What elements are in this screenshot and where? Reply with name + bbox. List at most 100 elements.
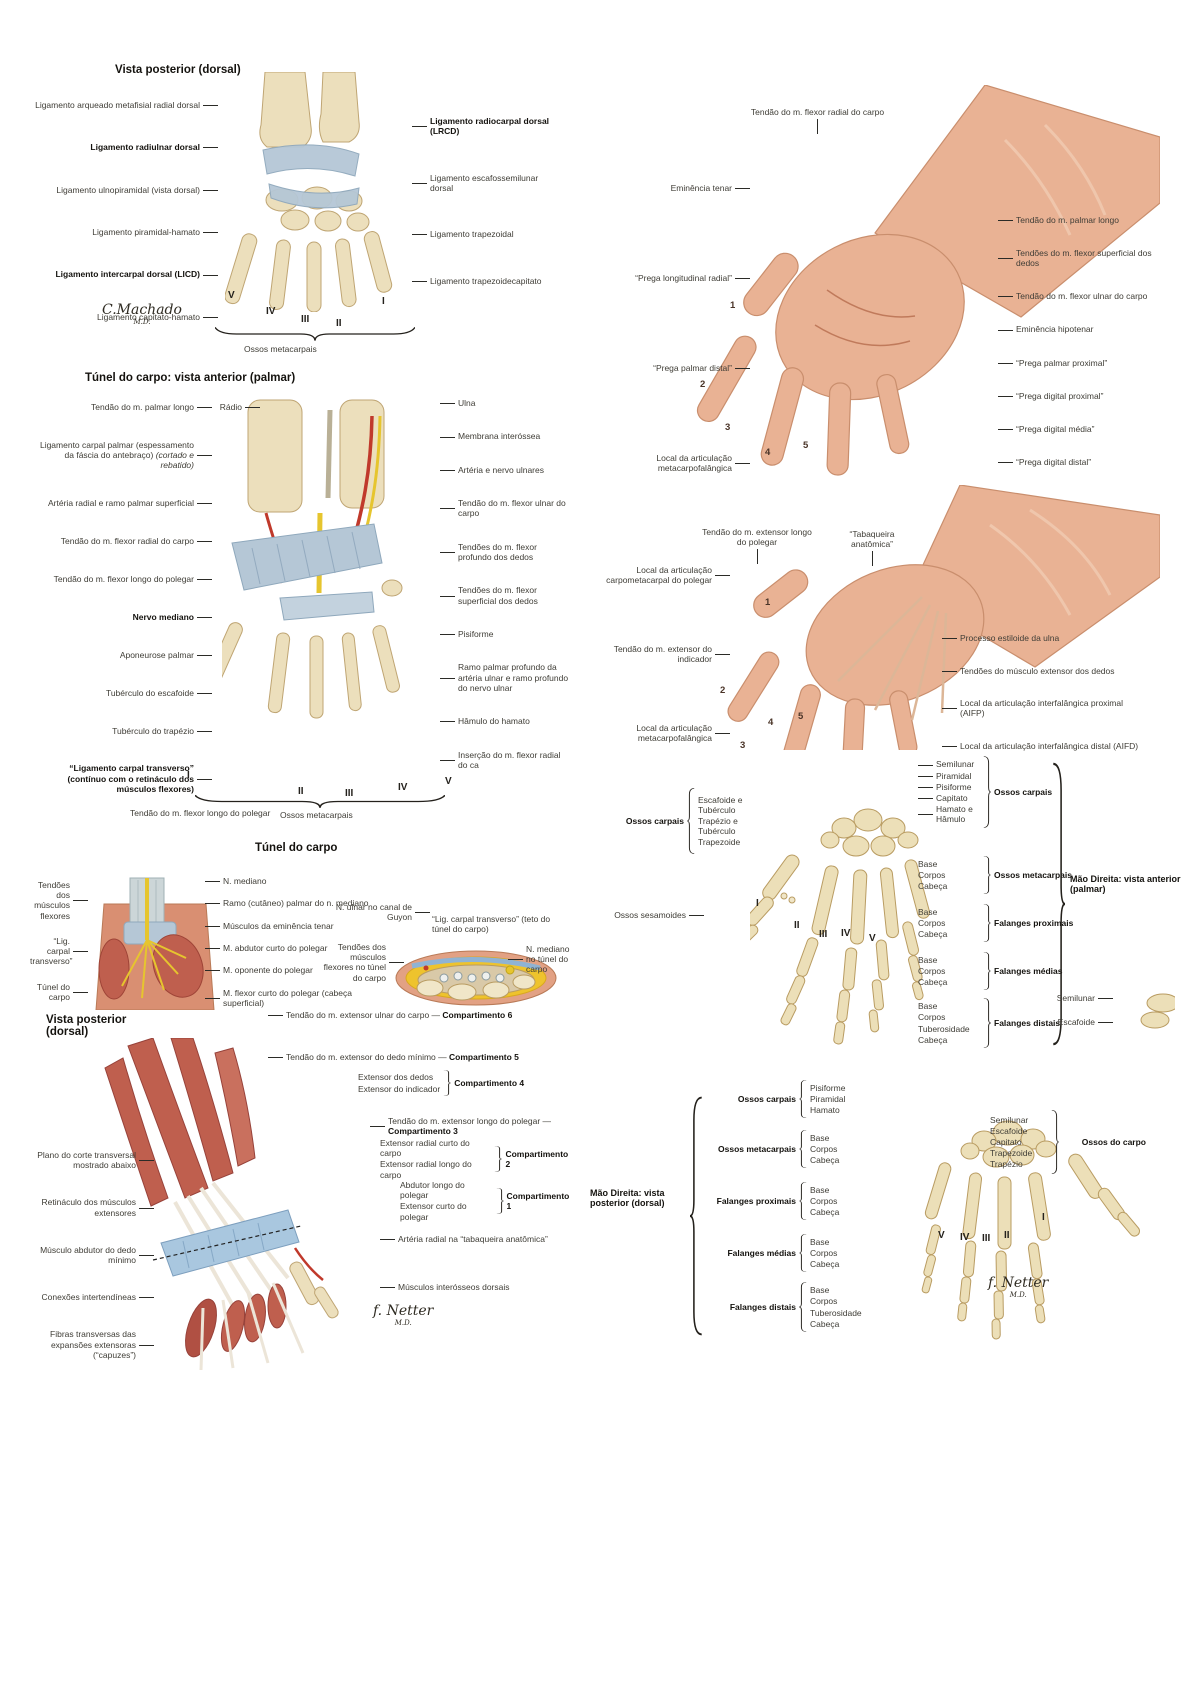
group-name: Ossos metacarpais bbox=[994, 870, 1072, 880]
brace bbox=[443, 1070, 452, 1096]
anatomy-label: “Ligamento carpal transverso” (contínuo … bbox=[30, 763, 212, 794]
anatomy-label: Tendão do m. extensor ulnar do carpo — C… bbox=[268, 1010, 573, 1020]
anatomy-label: Pisiforme bbox=[810, 1082, 846, 1093]
anatomy-label: Eminência tenar bbox=[600, 183, 750, 193]
top-label: “Tabaqueira anatômica” bbox=[830, 529, 914, 566]
top-label: Tendão do m. flexor radial do carpo bbox=[750, 107, 885, 134]
panel-brace bbox=[1053, 762, 1065, 1046]
group-name: Ossos carpais bbox=[625, 816, 684, 826]
anatomy-label: Extensor dos dedos bbox=[358, 1072, 434, 1083]
anatomy-label: III bbox=[345, 788, 354, 799]
anatomy-label: Extensor radial longo do carpo bbox=[380, 1159, 472, 1180]
anatomy-label: Tendões do m. flexor superficial dos ded… bbox=[440, 585, 570, 606]
anatomy-label: Conexões intertendíneas bbox=[28, 1292, 154, 1302]
anatomy-label: Inserção do m. flexor radial do ca bbox=[440, 750, 570, 770]
anatomy-label: Semilunar bbox=[990, 1114, 1029, 1125]
brace bbox=[799, 1282, 807, 1332]
anatomy-label: Membrana interóssea bbox=[440, 431, 570, 441]
sesamoid-label: Ossos sesamoides bbox=[606, 910, 704, 920]
palm-muscles-illustration bbox=[95, 877, 215, 1010]
anatomy-label: Base bbox=[810, 1236, 830, 1247]
anatomy-label: 1 bbox=[730, 300, 736, 311]
anatomy-label: Artéria radial e ramo palmar superficial bbox=[30, 498, 212, 508]
anatomy-label: Cabeça bbox=[810, 1318, 840, 1329]
anatomy-label: 5 bbox=[798, 711, 804, 722]
anatomy-label: 2 bbox=[720, 685, 726, 696]
anatomy-label: V bbox=[938, 1230, 945, 1241]
anatomy-label: Base bbox=[918, 954, 938, 965]
anatomy-label: Tubérculo do trapézio bbox=[30, 726, 212, 736]
left-label-column: Local da articulação carpometacarpal do … bbox=[580, 565, 730, 743]
panel-hand-skeleton-dorsal: Mão Direita: vista posterior (dorsal) Os… bbox=[590, 1030, 1190, 1360]
anatomy-label: Tendões do m. flexor profundo dos dedos bbox=[440, 542, 570, 562]
panel-title: Vista posterior (dorsal) bbox=[46, 1014, 127, 1038]
group-name: Compartimento 2 bbox=[505, 1148, 569, 1169]
anatomy-label: Base bbox=[810, 1132, 830, 1143]
anatomy-label: Hamato e Hâmulo bbox=[918, 804, 980, 824]
anatomy-label: Ulna bbox=[440, 398, 570, 408]
group-name: Ossos do carpo bbox=[1081, 1137, 1146, 1147]
anatomy-label: Cabeça bbox=[918, 1034, 948, 1045]
fig1-left-labels: Tendões dos músculos flexores“Lig. carpa… bbox=[30, 880, 88, 1002]
anatomy-label: Tendão do m. palmar longo bbox=[30, 402, 212, 412]
anatomy-label: Corpos bbox=[810, 1247, 838, 1258]
anatomy-label: 2 bbox=[700, 379, 706, 390]
anatomy-label: Pisiforme bbox=[918, 782, 980, 792]
group-name: Falanges médias bbox=[727, 1248, 796, 1258]
panel-title: Mão Direita: vista anterior (palmar) bbox=[1070, 874, 1181, 894]
anatomy-label: Ligamento piramidal-hamato bbox=[30, 227, 218, 237]
anatomy-label: “Prega digital proximal” bbox=[998, 391, 1160, 401]
anatomy-label: Ligamento radiocarpal dorsal (LRCD) bbox=[412, 116, 560, 136]
anatomy-label: 3 bbox=[740, 740, 746, 751]
brace bbox=[983, 756, 991, 828]
anatomy-label: Tendão do m. extensor do indicador bbox=[580, 644, 730, 664]
anatomy-label: Cabeça bbox=[918, 881, 948, 892]
anatomy-label: Retináculo dos músculos extensores bbox=[28, 1197, 154, 1218]
brace bbox=[983, 904, 991, 942]
underbrace bbox=[215, 326, 415, 341]
anatomy-label: Cabeça bbox=[918, 929, 948, 940]
anatomy-label: M. oponente do polegar bbox=[205, 965, 375, 975]
anatomy-label: Tendões do m. flexor superficial dos ded… bbox=[998, 248, 1160, 268]
anatomy-label: Tuberosidade bbox=[918, 1023, 970, 1034]
anatomy-label: Base bbox=[810, 1184, 830, 1195]
anatomy-label: Local da articulação metacarpofalângica bbox=[600, 453, 750, 473]
brace bbox=[496, 1187, 504, 1214]
caption: Ossos metacarpais bbox=[244, 344, 317, 354]
fig2-label: “Lig. carpal transverso” (teto do túnel … bbox=[432, 914, 552, 934]
anatomy-label: Trapézio e Tubérculo bbox=[698, 815, 738, 837]
panel-dorsum-surface: Tendão do m. extensor longo do polegar “… bbox=[580, 485, 1160, 752]
anatomy-label: Corpos bbox=[918, 917, 946, 928]
anatomy-label: Ligamento trapezoidal bbox=[412, 229, 560, 239]
carpal-tunnel-illustration bbox=[222, 399, 403, 719]
anatomy-label: Ligamento arqueado metafisial radial dor… bbox=[30, 100, 218, 110]
anatomy-label: I bbox=[756, 898, 759, 909]
wrist-bones-illustration bbox=[225, 72, 393, 312]
anatomy-label: IV bbox=[841, 928, 851, 939]
anatomy-label: Escafoide bbox=[985, 1017, 1113, 1027]
anatomy-label: V bbox=[869, 933, 876, 944]
anatomy-label: Ligamento intercarpal dorsal (LICD) bbox=[30, 269, 218, 279]
brace bbox=[495, 1145, 503, 1172]
compartment-label: Tendão do m. extensor longo do polegar —… bbox=[370, 1116, 573, 1136]
group-name: Ossos carpais bbox=[994, 787, 1053, 797]
anatomy-label: Cabeça bbox=[810, 1207, 840, 1218]
anatomy-label: V bbox=[228, 290, 235, 301]
anatomy-label: 5 bbox=[803, 440, 809, 451]
dorsal-hand-illustration bbox=[727, 485, 1160, 750]
compartment-labels: Tendão do m. extensor ulnar do carpo — C… bbox=[268, 1010, 573, 1062]
anatomy-label: Local da articulação interfalângica dist… bbox=[942, 741, 1142, 751]
panel-title: Túnel do carpo: vista anterior (palmar) bbox=[85, 372, 296, 384]
anatomy-label: Cabeça bbox=[810, 1155, 840, 1166]
